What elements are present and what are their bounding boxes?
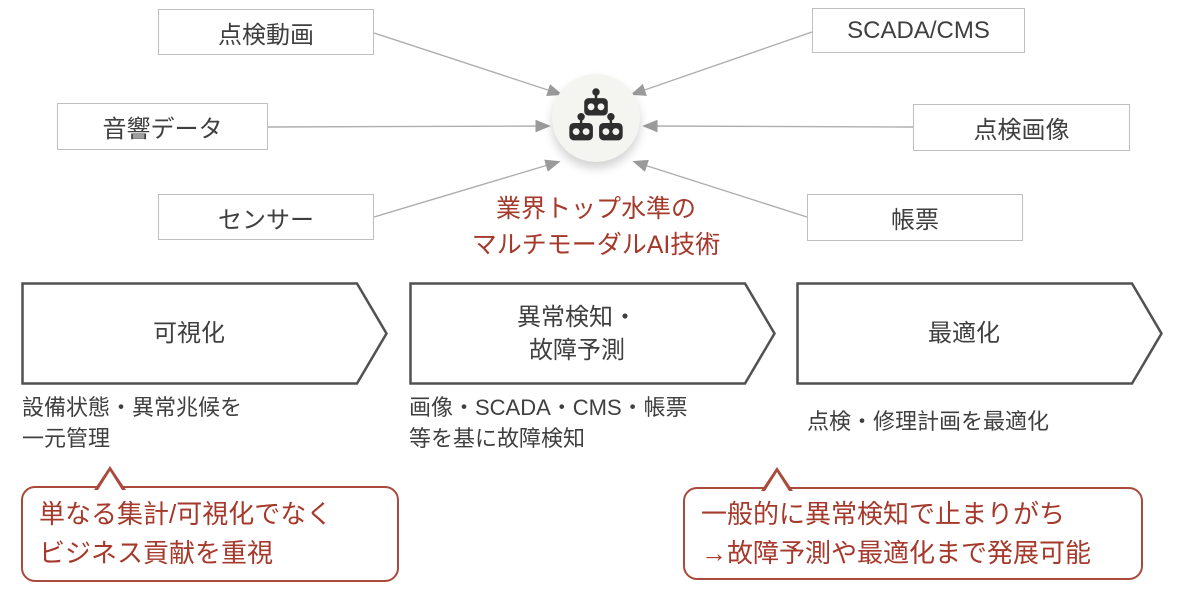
source-box-ledger: 帳票 <box>807 194 1023 241</box>
stage-description-optimization: 点検・修理計画を最適化 <box>807 409 1050 434</box>
callout-pointer-up-icon <box>94 466 126 490</box>
source-box-acoustic-data: 音響データ <box>57 103 268 150</box>
stage-label-anomaly-detection: 異常検知・ 故障予測 <box>517 303 637 364</box>
callout-text: 一般的に異常検知で止まりがち →故障予測や最適化まで発展可能 <box>701 498 1092 568</box>
stage-description-visualization: 設備状態・異常兆候を 一元管理 <box>22 395 243 451</box>
source-label: SCADA/CMS <box>847 16 990 44</box>
stage-label-optimization: 最適化 <box>928 320 1000 347</box>
source-label: 帳票 <box>891 207 939 234</box>
source-label: 点検動画 <box>218 21 314 49</box>
chevron-stage-anomaly-detection <box>409 282 776 385</box>
callout-text: 単なる集計/可視化でなく ビジネス貢献を重視 <box>39 499 333 568</box>
source-label: 音響データ <box>102 116 223 143</box>
source-box-scada-cms: SCADA/CMS <box>812 8 1025 53</box>
source-box-inspection-video: 点検動画 <box>158 9 374 55</box>
hub-caption: 業界トップ水準の マルチモーダルAI技術 <box>471 195 721 259</box>
stage-label-visualization: 可視化 <box>153 320 225 347</box>
chevron-stage-optimization <box>796 282 1163 385</box>
ai-hub-circle <box>552 74 640 162</box>
multi-robot-icon <box>569 88 623 141</box>
source-box-sensor: センサー <box>158 194 374 240</box>
stage-description-anomaly-detection: 画像・SCADA・CMS・帳票 等を基に故障検知 <box>409 395 688 451</box>
callout-visualization-note: 単なる集計/可視化でなく ビジネス貢献を重視 <box>21 466 399 582</box>
source-label: センサー <box>218 206 314 234</box>
source-box-inspection-image: 点検画像 <box>913 104 1130 151</box>
callout-pointer-up-icon <box>761 467 793 491</box>
chevron-stage-visualization <box>21 282 388 385</box>
source-label: 点検画像 <box>973 117 1070 144</box>
callout-optimization-note: 一般的に異常検知で止まりがち →故障予測や最適化まで発展可能 <box>683 467 1143 580</box>
